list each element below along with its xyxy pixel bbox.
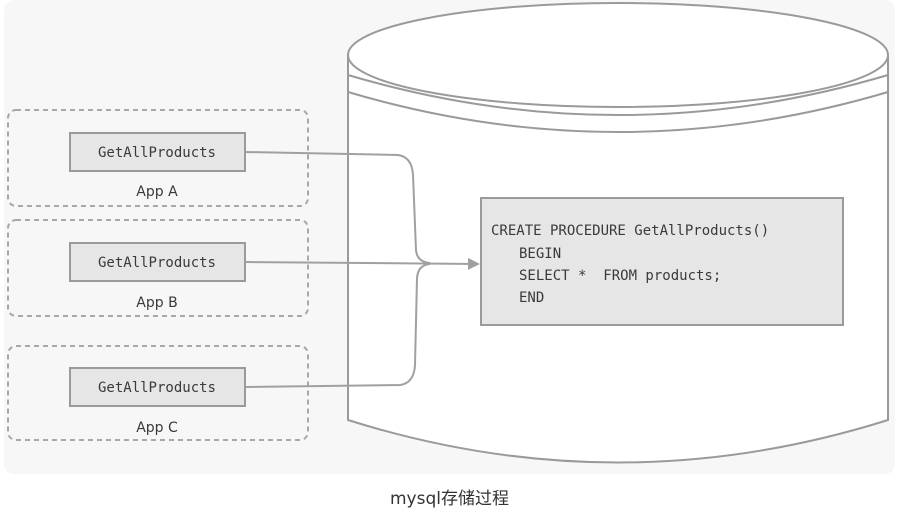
app-label-b: App B — [136, 295, 177, 311]
app-group-c: GetAllProducts App C — [7, 345, 309, 441]
procedure-line-begin: BEGIN — [519, 246, 561, 262]
call-label-b: GetAllProducts — [98, 255, 216, 271]
app-container-c — [7, 345, 309, 441]
procedure-box: CREATE PROCEDURE GetAllProducts() BEGIN … — [480, 197, 844, 326]
procedure-line-create: CREATE PROCEDURE GetAllProducts() — [491, 223, 769, 239]
call-box-a — [69, 132, 246, 172]
procedure-line-end: END — [519, 290, 544, 306]
connector-b-arrow — [244, 257, 480, 270]
diagram-caption: mysql存储过程 — [390, 489, 509, 509]
call-label-a: GetAllProducts — [98, 145, 216, 161]
connector-a — [244, 151, 431, 264]
cylinder-ring-2 — [347, 91, 889, 133]
call-label-c: GetAllProducts — [98, 380, 216, 396]
cylinder-top — [347, 2, 889, 108]
connector-c — [244, 263, 431, 388]
app-container-a — [7, 109, 309, 207]
call-box-c — [69, 367, 246, 407]
app-group-a: GetAllProducts App A — [7, 109, 309, 207]
procedure-line-select: SELECT * FROM products; — [519, 268, 721, 284]
cylinder-ring-1 — [347, 74, 889, 116]
app-label-a: App A — [136, 184, 178, 200]
connectors — [244, 151, 480, 388]
app-container-b — [7, 219, 309, 317]
app-group-b: GetAllProducts App B — [7, 219, 309, 317]
app-label-c: App C — [136, 420, 178, 436]
call-box-b — [69, 242, 246, 282]
